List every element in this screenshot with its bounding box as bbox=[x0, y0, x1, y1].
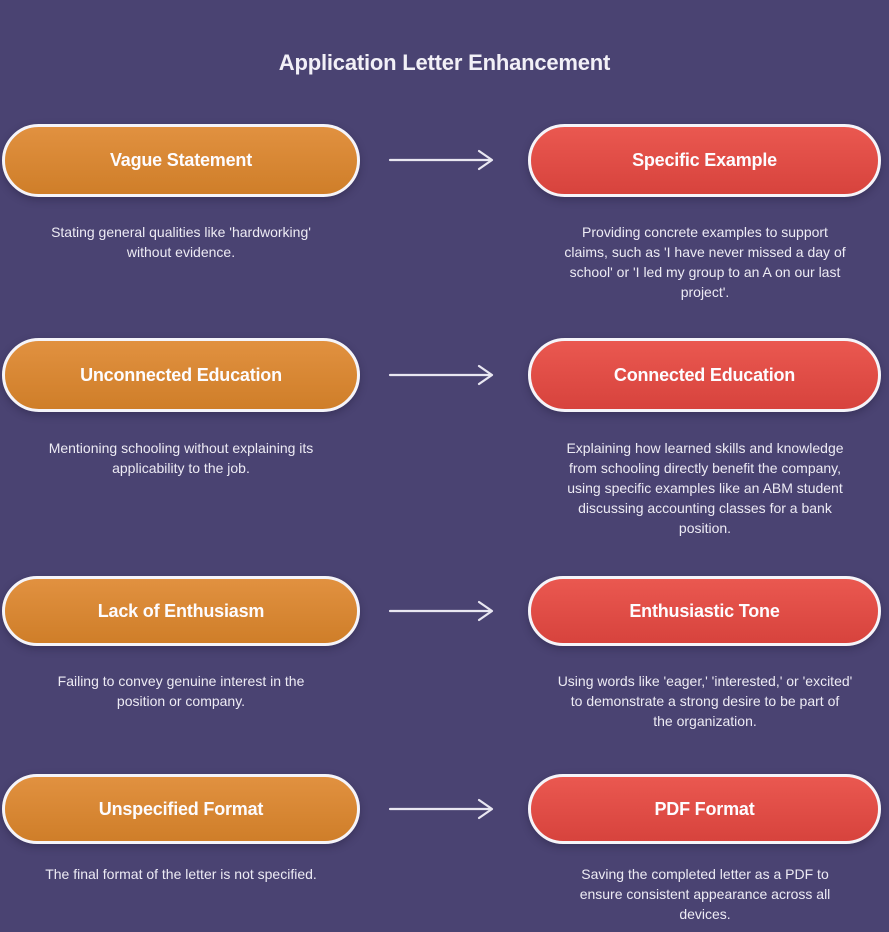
solution-description: Saving the completed letter as a PDF to … bbox=[579, 866, 831, 922]
solution-pill-enthusiastic-tone: Enthusiastic Tone bbox=[528, 576, 881, 646]
problem-description: Failing to convey genuine interest in th… bbox=[57, 673, 305, 709]
solution-pill-label: PDF Format bbox=[654, 798, 755, 819]
problem-pill-vague-statement: Vague Statement bbox=[2, 124, 360, 197]
page-title: Application Letter Enhancement bbox=[278, 50, 611, 75]
solution-description: Explaining how learned skills and knowle… bbox=[566, 440, 844, 536]
solution-pill-connected-education: Connected Education bbox=[528, 338, 881, 412]
right-arrow-icon bbox=[388, 600, 494, 622]
problem-pill-label: Unspecified Format bbox=[98, 798, 264, 819]
solution-pill-pdf-format: PDF Format bbox=[528, 774, 881, 844]
problem-pill-label: Vague Statement bbox=[109, 150, 253, 170]
problem-description: The final format of the letter is not sp… bbox=[45, 866, 317, 882]
problem-pill-label: Lack of Enthusiasm bbox=[97, 600, 265, 621]
solution-description: Providing concrete examples to support c… bbox=[564, 224, 846, 300]
problem-description: Mentioning schooling without explaining … bbox=[48, 440, 314, 476]
solution-description: Using words like 'eager,' 'interested,' … bbox=[557, 673, 853, 729]
problem-description: Stating general qualities like 'hardwork… bbox=[51, 224, 311, 260]
problem-pill-lack-of-enthusiasm: Lack of Enthusiasm bbox=[2, 576, 360, 646]
right-arrow-icon bbox=[388, 798, 494, 820]
solution-pill-label: Connected Education bbox=[613, 364, 796, 385]
solution-pill-label: Specific Example bbox=[632, 150, 777, 170]
problem-pill-unconnected-education: Unconnected Education bbox=[2, 338, 360, 412]
problem-pill-unspecified-format: Unspecified Format bbox=[2, 774, 360, 844]
problem-pill-label: Unconnected Education bbox=[80, 364, 282, 385]
solution-pill-label: Enthusiastic Tone bbox=[629, 600, 780, 621]
solution-pill-specific-example: Specific Example bbox=[528, 124, 881, 197]
right-arrow-icon bbox=[388, 364, 494, 386]
right-arrow-icon bbox=[388, 149, 494, 171]
